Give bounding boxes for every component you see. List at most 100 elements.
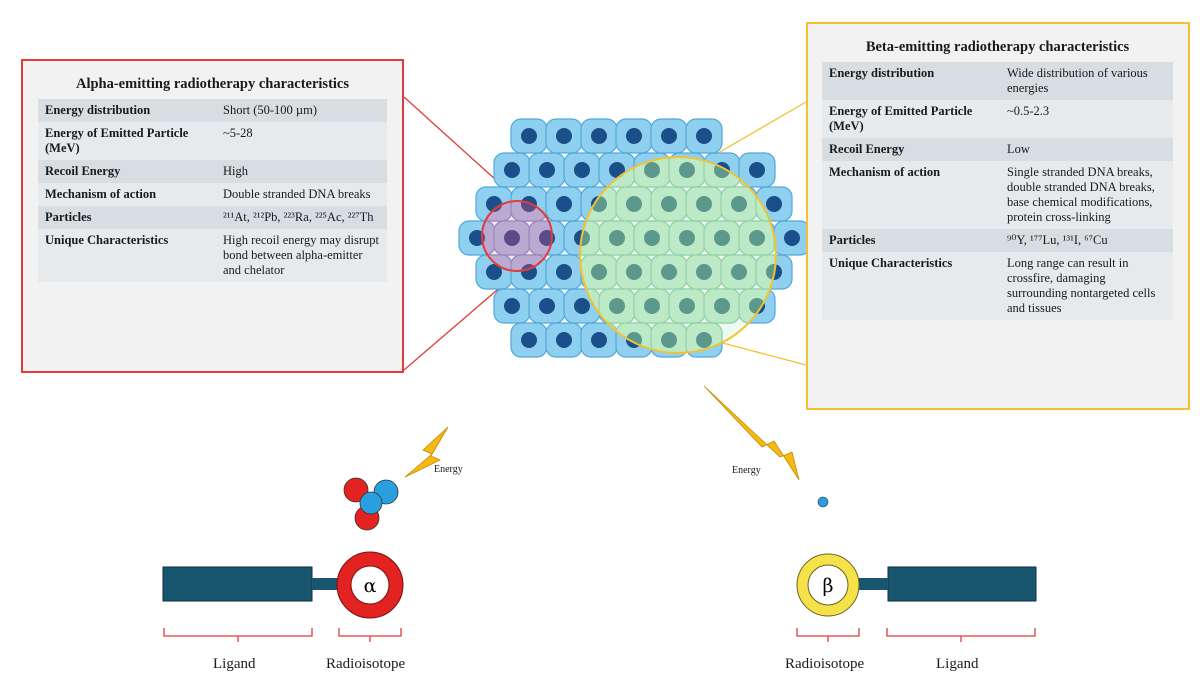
- alpha-radioisotope-core: [350, 565, 390, 605]
- row-value: Low: [1000, 138, 1173, 161]
- beta-range-circle: [579, 156, 777, 354]
- beta-radioisotope-label: Radioisotope: [785, 656, 865, 672]
- cell-nucleus: [609, 298, 625, 314]
- alpha-symbol: α: [364, 575, 377, 597]
- beta-ligand-label: Ligand: [936, 656, 979, 672]
- beta-linker: [856, 578, 888, 590]
- beta-characteristics-panel: Beta-emitting radiotherapy characteristi…: [806, 22, 1190, 410]
- row-value: Long range can result in crossfire, dama…: [1000, 252, 1173, 320]
- cell-nucleus: [539, 162, 555, 178]
- alpha-radioisotope-bracket: [338, 628, 402, 642]
- beta-particle-icon: [817, 496, 829, 508]
- cell-nucleus: [644, 162, 660, 178]
- cell-nucleus: [591, 332, 607, 348]
- beta-energy-label: Energy: [732, 465, 761, 476]
- cell-nucleus: [749, 230, 765, 246]
- beta-radioisotope-bracket: [796, 628, 860, 642]
- cell-nucleus: [661, 196, 677, 212]
- table-row: Energy of Emitted Particle (MeV)~5-28: [38, 122, 387, 160]
- row-key: Energy distribution: [822, 62, 1000, 100]
- cell-nucleus: [661, 332, 677, 348]
- cell-nucleus: [749, 162, 765, 178]
- alpha-panel-title: Alpha-emitting radiotherapy characterist…: [75, 76, 350, 92]
- row-value: Single stranded DNA breaks, double stran…: [1000, 161, 1173, 229]
- cell-nucleus: [644, 298, 660, 314]
- cell-nucleus: [626, 264, 642, 280]
- alpha-energy-label: Energy: [434, 464, 463, 475]
- row-value: Wide distribution of various energies: [1000, 62, 1173, 100]
- cell-nucleus: [696, 196, 712, 212]
- row-key: Mechanism of action: [38, 183, 216, 206]
- cell-nucleus: [731, 196, 747, 212]
- row-key: Energy of Emitted Particle (MeV): [38, 122, 216, 160]
- row-value: ~5-28: [216, 122, 387, 160]
- row-value: Short (50-100 µm): [216, 99, 387, 122]
- cell-nucleus: [644, 230, 660, 246]
- beta-symbol: β: [823, 575, 834, 597]
- alpha-radioisotope-label: Radioisotope: [326, 656, 406, 672]
- cell-nucleus: [504, 162, 520, 178]
- row-value: High: [216, 160, 387, 183]
- cell-nucleus: [696, 128, 712, 144]
- alpha-ligand-bracket: [163, 628, 313, 642]
- cell-nucleus: [556, 196, 572, 212]
- cell-nucleus: [521, 128, 537, 144]
- cell-nucleus: [696, 264, 712, 280]
- cell-nucleus: [714, 298, 730, 314]
- cell-nucleus: [731, 264, 747, 280]
- row-value: High recoil energy may disrupt bond betw…: [216, 229, 387, 282]
- cell-nucleus: [784, 230, 800, 246]
- alpha-characteristics-panel: Alpha-emitting radiotherapy characterist…: [21, 59, 404, 373]
- row-key: Particles: [822, 229, 1000, 252]
- alpha-range-circle: [481, 200, 553, 272]
- cell-nucleus: [609, 162, 625, 178]
- cell-nucleus: [504, 298, 520, 314]
- alpha-ligand-label: Ligand: [213, 656, 256, 672]
- beta-ligand-bracket: [886, 628, 1036, 642]
- cell-nucleus: [609, 230, 625, 246]
- cell-nucleus: [556, 264, 572, 280]
- row-value: ²¹¹At, ²¹²Pb, ²²³Ra, ²²⁵Ac, ²²⁷Th: [216, 206, 387, 229]
- cell-nucleus: [766, 196, 782, 212]
- cell-nucleus: [591, 264, 607, 280]
- row-value: ⁹⁰Y, ¹⁷⁷Lu, ¹³¹I, ⁶⁷Cu: [1000, 229, 1173, 252]
- cell-nucleus: [714, 230, 730, 246]
- alpha-particle-icon: [343, 477, 399, 531]
- alpha-linker: [312, 578, 340, 590]
- row-key: Mechanism of action: [822, 161, 1000, 229]
- cell-nucleus: [486, 264, 502, 280]
- row-key: Recoil Energy: [38, 160, 216, 183]
- cell-nucleus: [469, 230, 485, 246]
- cell-nucleus: [679, 162, 695, 178]
- alpha-energy-bolt-icon: [404, 426, 449, 478]
- cell-nucleus: [556, 128, 572, 144]
- beta-ligand-bar: [887, 566, 1037, 602]
- row-key: Unique Characteristics: [38, 229, 216, 282]
- cell-nucleus: [679, 298, 695, 314]
- cell-nucleus: [504, 230, 520, 246]
- table-row: Energy of Emitted Particle (MeV)~0.5-2.3: [822, 100, 1173, 138]
- cell-nucleus: [626, 196, 642, 212]
- beta-panel-title: Beta-emitting radiotherapy characteristi…: [865, 39, 1130, 55]
- row-key: Particles: [38, 206, 216, 229]
- cell-nucleus: [521, 332, 537, 348]
- row-key: Energy of Emitted Particle (MeV): [822, 100, 1000, 138]
- cell-nucleus: [661, 264, 677, 280]
- row-value: ~0.5-2.3: [1000, 100, 1173, 138]
- cell-nucleus: [661, 128, 677, 144]
- row-key: Unique Characteristics: [822, 252, 1000, 320]
- cell-nucleus: [574, 298, 590, 314]
- row-value: Double stranded DNA breaks: [216, 183, 387, 206]
